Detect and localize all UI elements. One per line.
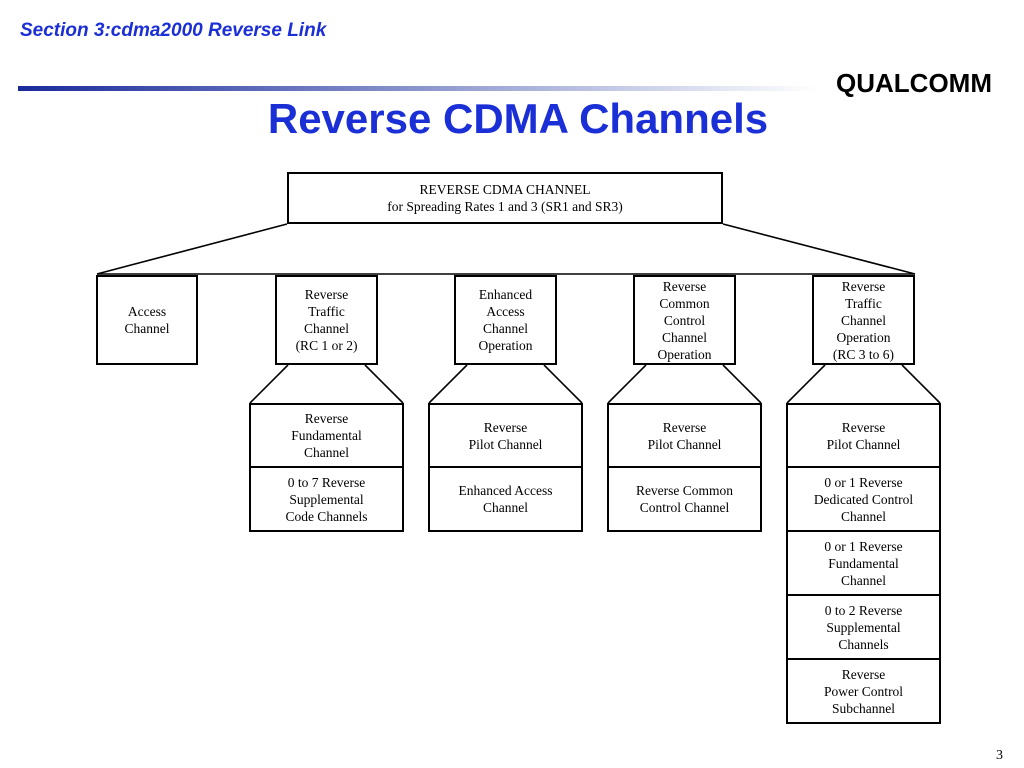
- reverse-dedicated-control-channel-box: 0 or 1 Reverse Dedicated Control Channel: [786, 466, 941, 532]
- connector-line: [786, 364, 826, 404]
- reverse-power-control-subchannel-box: Reverse Power Control Subchannel: [786, 658, 941, 724]
- enhanced-access-channel-operation-box: Enhanced Access Channel Operation: [454, 275, 557, 365]
- connector-line: [722, 364, 762, 404]
- reverse-fundamental-channel-box: Reverse Fundamental Channel: [249, 403, 404, 468]
- connector-line: [607, 364, 647, 404]
- connector-line: [96, 223, 288, 275]
- reverse-supplemental-channels-box: 0 to 2 Reverse Supplemental Channels: [786, 594, 941, 660]
- reverse-fundamental-channel-rc36-box: 0 or 1 Reverse Fundamental Channel: [786, 530, 941, 596]
- connector-line: [543, 364, 583, 404]
- reverse-pilot-channel-eac-box: Reverse Pilot Channel: [428, 403, 583, 468]
- header-rule: [18, 86, 818, 91]
- page-title: Reverse CDMA Channels: [267, 95, 769, 142]
- enhanced-access-channel-box: Enhanced Access Channel: [428, 466, 583, 532]
- connector-line: [901, 364, 941, 404]
- reverse-traffic-channel-operation-rc36-box: Reverse Traffic Channel Operation (RC 3 …: [812, 275, 915, 365]
- reverse-supplemental-code-channels-box: 0 to 7 Reverse Supplemental Code Channel…: [249, 466, 404, 532]
- reverse-pilot-channel-rtc-box: Reverse Pilot Channel: [786, 403, 941, 468]
- root-box: REVERSE CDMA CHANNEL for Spreading Rates…: [287, 172, 723, 224]
- section-title: Section 3:cdma2000 Reverse Link: [20, 20, 327, 41]
- access-channel-box: Access Channel: [96, 275, 198, 365]
- connector-line: [722, 223, 916, 275]
- connector-line: [364, 364, 404, 404]
- qualcomm-logo: QUALCOMM: [836, 68, 992, 98]
- connector-line: [249, 364, 289, 404]
- reverse-pilot-channel-rcc-box: Reverse Pilot Channel: [607, 403, 762, 468]
- logo-wordmark: QUALCOMM: [836, 68, 992, 98]
- reverse-common-control-channel-operation-box: Reverse Common Control Channel Operation: [633, 275, 736, 365]
- reverse-common-control-channel-box: Reverse Common Control Channel: [607, 466, 762, 532]
- reverse-traffic-channel-rc12-box: Reverse Traffic Channel (RC 1 or 2): [275, 275, 378, 365]
- connector-line: [428, 364, 468, 404]
- page-number: 3: [996, 748, 1003, 763]
